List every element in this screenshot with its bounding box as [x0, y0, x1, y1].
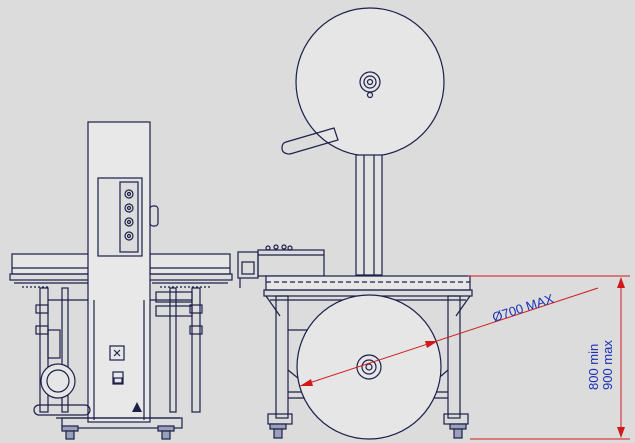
- side-column: [87, 121, 159, 423]
- side-frame: [33, 287, 203, 429]
- height-min-label: 800 min: [586, 344, 601, 390]
- side-conveyor-right: [147, 253, 233, 288]
- height-max-label: 900 max: [600, 340, 615, 390]
- front-view-machine: [237, 7, 473, 440]
- side-view-machine: [9, 121, 233, 440]
- height-dimension: [468, 275, 630, 440]
- front-feet: [269, 423, 467, 439]
- upper-reel: [295, 7, 445, 157]
- side-conveyor-left: [9, 253, 101, 288]
- diameter-label: Ø700 MAX: [490, 291, 555, 325]
- lower-reel: [296, 294, 442, 440]
- side-motor: [40, 363, 76, 399]
- mast: [281, 127, 383, 276]
- diameter-dimension: [299, 287, 599, 387]
- side-feet: [61, 425, 175, 440]
